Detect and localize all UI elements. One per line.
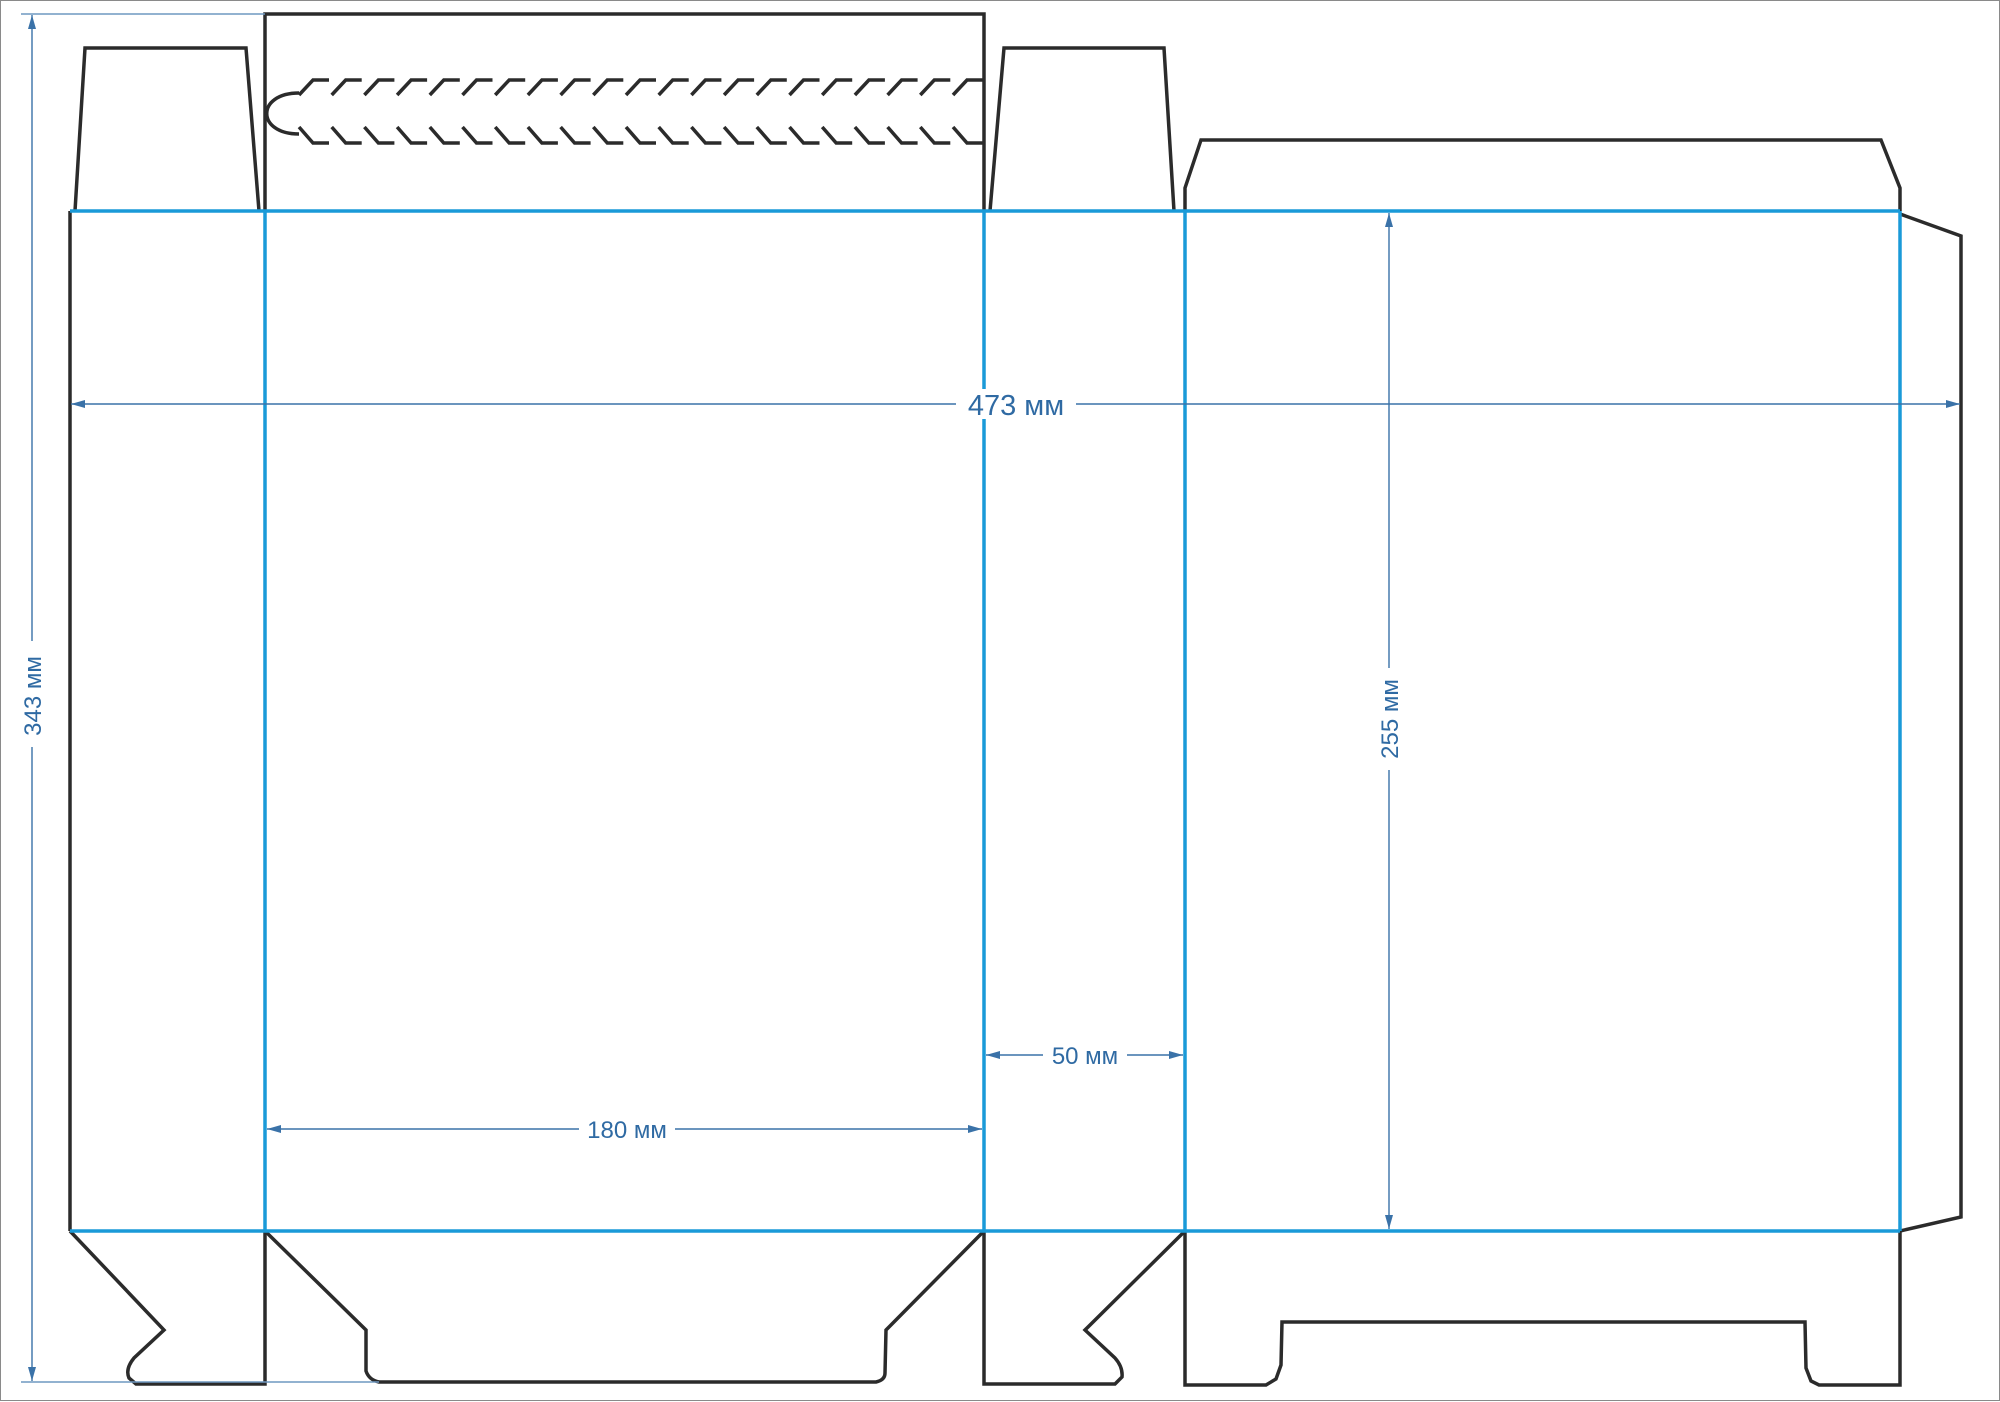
fold-lines bbox=[70, 209, 1902, 1233]
perforation-dash-bottom bbox=[657, 125, 689, 145]
perforation-dash-top bbox=[657, 78, 689, 97]
glue-flap bbox=[1899, 212, 1963, 1233]
perforation-dash-bottom bbox=[493, 125, 526, 145]
perforation-dash-top bbox=[592, 78, 624, 97]
perforation-dash-top bbox=[395, 78, 428, 97]
perforation-dash-bottom bbox=[820, 125, 853, 145]
perforation-dash-top bbox=[559, 78, 591, 97]
perforation-dash-top bbox=[690, 78, 722, 97]
perforation-dash-top bbox=[363, 78, 395, 97]
dimension-label-panel-height: 255 мм bbox=[1377, 679, 1404, 759]
perforation-dash-top bbox=[853, 78, 885, 97]
dimension-label-total-height: 343 мм bbox=[20, 656, 47, 736]
perforation-dash-bottom bbox=[853, 125, 885, 145]
perforation-dash-top bbox=[722, 78, 755, 97]
dimension-total-height: 343 мм bbox=[19, 13, 379, 1383]
perforation-dash-top bbox=[330, 78, 362, 97]
top-dust-flap-left bbox=[73, 46, 261, 212]
top-dust-flap-right bbox=[988, 46, 1176, 212]
perforation-dash-top bbox=[624, 78, 656, 97]
perforation-dash-bottom bbox=[559, 125, 591, 145]
arrow-left-icon bbox=[986, 1051, 1000, 1059]
top-tuck-flap bbox=[263, 12, 986, 211]
perforation-dash-bottom bbox=[690, 125, 722, 145]
perforation-dash-bottom bbox=[951, 125, 983, 145]
perforation-dash-top bbox=[951, 78, 983, 97]
perforation-dash-bottom bbox=[591, 125, 624, 145]
arrow-down-icon bbox=[28, 1367, 36, 1381]
perforation-dash-bottom bbox=[363, 125, 395, 145]
perforation-dash-bottom bbox=[722, 125, 755, 145]
perforation-dash-top bbox=[788, 78, 820, 97]
perforation-dash-top bbox=[461, 78, 493, 97]
dimension-side-width: 50 мм bbox=[986, 1041, 1183, 1070]
tuck-flap-notch bbox=[265, 91, 300, 136]
perforation-dash-top bbox=[755, 78, 787, 97]
perforation-dash-bottom bbox=[330, 125, 362, 145]
dimension-panel-height: 255 мм bbox=[1375, 213, 1404, 1229]
arrow-right-icon bbox=[1169, 1051, 1183, 1059]
dimension-label-front-width: 180 мм bbox=[587, 1117, 667, 1144]
bottom-flap-front bbox=[263, 1229, 986, 1384]
tuck-flap-perforation bbox=[297, 78, 983, 145]
bottom-flap-left bbox=[68, 1229, 267, 1386]
perforation-dash-bottom bbox=[918, 125, 951, 145]
dimension-total-width: 473 мм bbox=[71, 389, 1960, 422]
arrow-right-icon bbox=[968, 1125, 982, 1133]
cut-lines bbox=[68, 12, 1963, 1387]
dimension-front-width: 180 мм bbox=[267, 1115, 982, 1144]
perforation-dash-bottom bbox=[395, 125, 428, 145]
perforation-dash-bottom bbox=[461, 125, 493, 145]
perforation-dash-bottom bbox=[297, 125, 329, 145]
perforation-dash-bottom bbox=[886, 125, 918, 145]
perforation-dash-bottom bbox=[624, 125, 656, 145]
arrow-right-icon bbox=[1946, 400, 1960, 408]
perforation-dash-top bbox=[428, 78, 460, 97]
arrow-left-icon bbox=[71, 400, 85, 408]
arrow-up-icon bbox=[28, 15, 36, 29]
perforation-dash-top bbox=[886, 78, 918, 97]
perforation-dash-top bbox=[919, 78, 951, 97]
bottom-flap-back bbox=[1183, 1231, 1902, 1387]
perforation-dash-bottom bbox=[788, 125, 820, 145]
arrow-left-icon bbox=[267, 1125, 281, 1133]
perforation-dash-top bbox=[493, 78, 526, 97]
bottom-flap-side bbox=[982, 1229, 1187, 1386]
perforation-dash-top bbox=[820, 78, 853, 97]
perforation-dash-top bbox=[297, 78, 329, 97]
perforation-dash-bottom bbox=[755, 125, 787, 145]
arrow-down-icon bbox=[1385, 1215, 1393, 1229]
dimension-label-side-width: 50 мм bbox=[1052, 1043, 1118, 1070]
arrow-up-icon bbox=[1385, 213, 1393, 227]
dimension-label-total-width: 473 мм bbox=[968, 390, 1064, 422]
perforation-dash-bottom bbox=[428, 125, 460, 145]
top-lid-flap bbox=[1183, 138, 1902, 211]
perforation-dash-bottom bbox=[526, 125, 558, 145]
perforation-dash-top bbox=[526, 78, 558, 97]
